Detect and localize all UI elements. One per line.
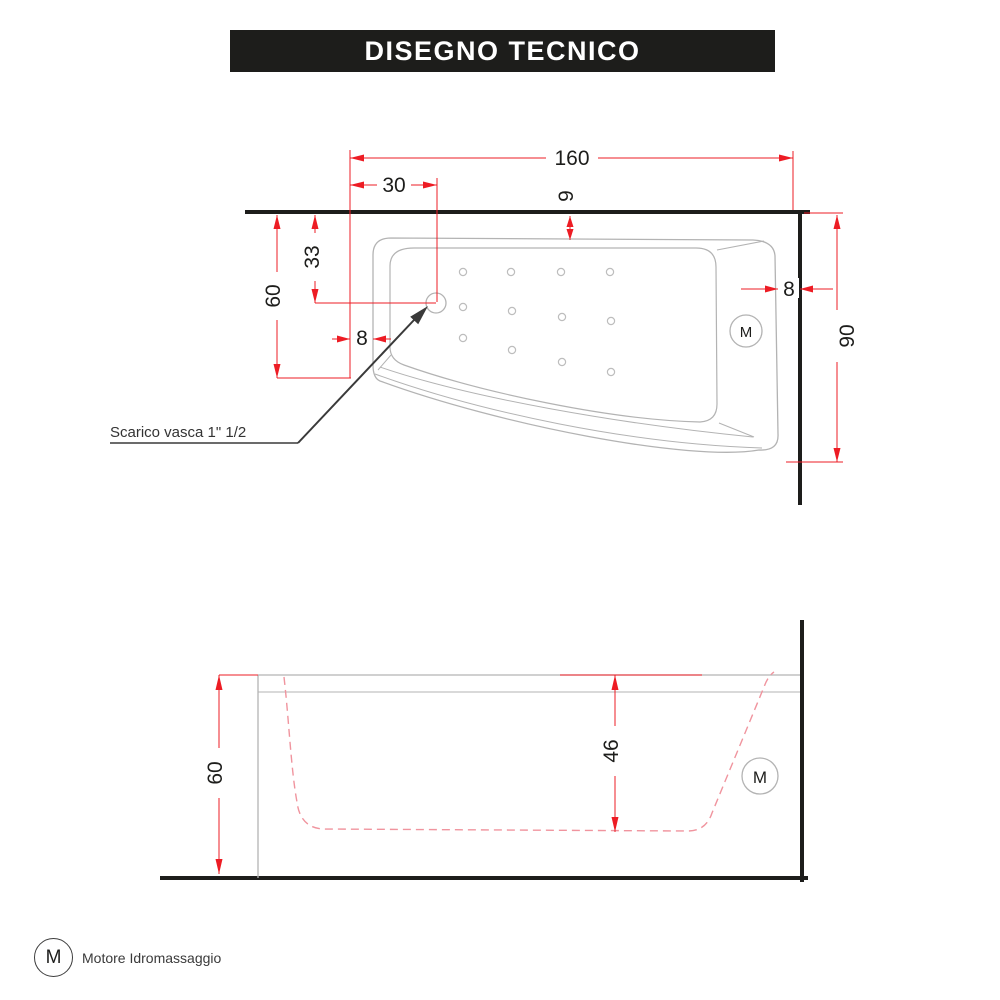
dim-label-33-group: 33 [301, 233, 324, 281]
arrow-icon [215, 859, 223, 874]
dim-label-46: 46 [600, 739, 623, 762]
dim-label-90: 90 [836, 324, 859, 347]
dim-label-60-top: 60 [262, 284, 285, 307]
arrow-icon [273, 215, 281, 229]
arrow-icon [350, 154, 364, 162]
deck-curve-inner [379, 366, 754, 438]
dim-label-60-side-group: 60 [204, 748, 227, 798]
dimension-arrows-side-view [215, 675, 619, 874]
drain-leader-line [297, 319, 415, 444]
jet-nozzles [458, 267, 616, 377]
arrow-icon [833, 215, 841, 229]
arrow-icon [373, 335, 386, 343]
dim-label-90-group: 90 [836, 310, 859, 362]
drain-note-label: Scarico vasca 1" 1/2 [110, 424, 246, 441]
dim-label-8-left: 8 [356, 327, 368, 350]
arrow-icon [566, 229, 574, 240]
arrow-icon [215, 675, 223, 690]
jet-icon [557, 357, 567, 367]
label-bg [301, 233, 323, 281]
arrow-icon [337, 335, 350, 343]
dim-label-160: 160 [554, 147, 589, 170]
arrow-icon [800, 285, 813, 293]
tub-outer-outline [372, 237, 779, 453]
motor-circle-top [729, 314, 763, 348]
arrow-icon [765, 285, 778, 293]
dim-label-33: 33 [301, 245, 324, 268]
jet-icon [556, 267, 566, 277]
dim-label-30: 30 [382, 174, 405, 197]
jet-icon [458, 302, 468, 312]
dimension-arrows-top-view [273, 154, 841, 462]
dim-label-8-right: 8 [783, 278, 795, 301]
corner-chamfer-bottom-left [377, 354, 392, 371]
side-view: 60 46 M [160, 620, 808, 882]
deck-curve-outer [374, 373, 763, 449]
label-bg [352, 327, 372, 347]
jet-icon [606, 316, 616, 326]
label-bg [377, 174, 411, 195]
arrow-icon [311, 289, 319, 303]
arrow-icon [611, 675, 619, 690]
label-bg [779, 278, 799, 298]
motor-legend-symbol: M [45, 946, 62, 968]
dim-label-60-side: 60 [204, 761, 227, 784]
arrow-icon [566, 216, 574, 227]
dimension-lines-side-view [218, 674, 702, 874]
basin-profile-dashed [283, 671, 775, 832]
jet-icon [606, 367, 616, 377]
motor-legend-circle: M [34, 938, 73, 977]
dim-label-60-top-group: 60 [262, 272, 285, 320]
legend: M Motore Idromassaggio [34, 938, 221, 977]
motor-symbol-side: M [753, 768, 767, 787]
dim-label-46-group: 46 [600, 726, 623, 776]
jet-icon [507, 345, 517, 355]
jet-icon [458, 333, 468, 343]
motor-symbol-top: M [740, 324, 753, 341]
jet-icon [507, 306, 517, 316]
arrow-icon [311, 215, 319, 229]
jet-icon [605, 267, 615, 277]
jet-icon [557, 312, 567, 322]
jet-icon [506, 267, 516, 277]
dim-label-9-group: 9 [555, 190, 578, 202]
arrow-icon [833, 448, 841, 462]
label-bg [204, 748, 226, 798]
leader-arrow-icon [410, 306, 428, 325]
arrow-icon [273, 364, 281, 378]
label-bg [262, 272, 284, 320]
arrow-icon [611, 817, 619, 832]
label-bg [546, 146, 598, 168]
dim-label-9: 9 [555, 190, 578, 202]
arrow-icon [350, 181, 364, 189]
tub-inner-basin [389, 247, 718, 423]
jet-icon [458, 267, 468, 277]
title-bar: DISEGNO TECNICO [230, 30, 775, 72]
label-bg [600, 726, 622, 776]
corner-chamfer-bottom-right [718, 422, 755, 438]
motor-circle-side [741, 757, 779, 795]
arrow-icon [423, 181, 437, 189]
label-bg [836, 310, 858, 362]
top-view: M [110, 146, 859, 505]
arrow-icon [779, 154, 793, 162]
page-title: DISEGNO TECNICO [364, 35, 641, 66]
motor-legend-label: Motore Idromassaggio [82, 949, 222, 966]
corner-chamfer-top-right [716, 240, 765, 251]
